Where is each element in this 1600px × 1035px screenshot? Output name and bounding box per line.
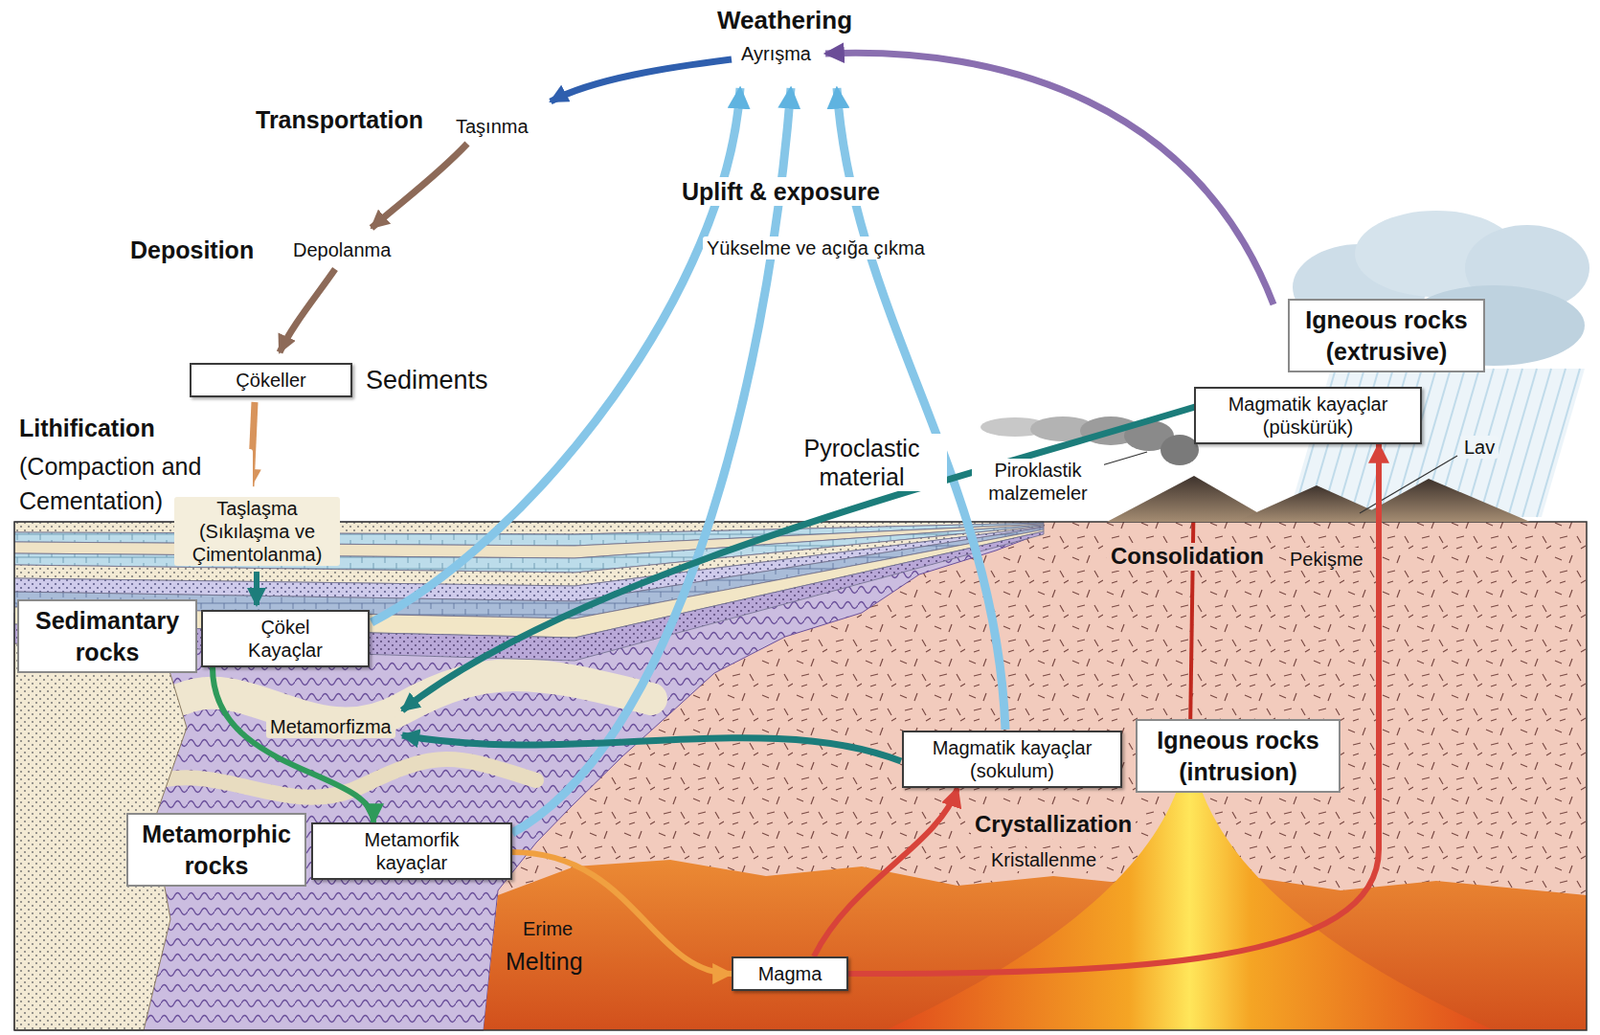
rock-box: ÇökellerSediments bbox=[189, 362, 353, 398]
uplift-arrow bbox=[371, 88, 741, 623]
process-label: Crystallization bbox=[970, 811, 1136, 839]
transport-arrow bbox=[550, 59, 732, 102]
process-label: Metamorfizma bbox=[266, 715, 396, 739]
process-label: Pekişme bbox=[1285, 547, 1368, 571]
smoke-puff bbox=[1160, 434, 1199, 466]
rock-box: Çökel Kayaçlar bbox=[201, 609, 370, 668]
box-text: Magmatik kayaçlar (püskürük) bbox=[1203, 392, 1413, 439]
box-text: Metamorfik kayaçlar bbox=[339, 828, 484, 875]
process-label: Melting bbox=[501, 946, 587, 976]
process-label: Taşlaşma (Sıkılaşma ve Çimentolanma) bbox=[174, 496, 340, 566]
box-text: Çökel Kayaçlar bbox=[232, 615, 339, 662]
cycle-arrow bbox=[848, 444, 1379, 974]
process-label: Transportation bbox=[251, 105, 428, 135]
rock-box: Magmatik kayaçlar (püskürük) bbox=[1194, 386, 1422, 445]
outside-heading: Sediments bbox=[365, 364, 489, 396]
lithification-arrow bbox=[253, 571, 260, 606]
process-label: Kristallenme bbox=[987, 848, 1101, 872]
english-name-box: Metamorphic rocks bbox=[126, 812, 307, 887]
rain-cloud bbox=[1292, 210, 1590, 370]
process-label: Consolidation bbox=[1106, 542, 1268, 571]
english-name-box: Igneous rocks (intrusion) bbox=[1135, 719, 1341, 793]
cycle-arrow bbox=[212, 667, 374, 823]
leader-line bbox=[1359, 455, 1458, 514]
process-label: Erime bbox=[518, 917, 577, 941]
box-text: Magmatik kayaçlar (sokulum) bbox=[921, 736, 1104, 783]
box-text: Sedimantary rocks bbox=[26, 605, 188, 668]
process-label: Lithification bbox=[15, 413, 159, 443]
rock-box: Magmatik kayaçlar (sokulum) bbox=[901, 730, 1123, 789]
cycle-arrow bbox=[813, 788, 958, 957]
deposition-arrow bbox=[371, 143, 468, 228]
box-text: Igneous rocks (intrusion) bbox=[1145, 724, 1331, 788]
process-label: Yükselme ve açığa çıkma bbox=[702, 236, 929, 260]
sediment-arrow bbox=[279, 269, 336, 353]
metamorphism-arrow bbox=[402, 406, 1195, 711]
process-label: Pyroclastic material bbox=[776, 433, 947, 492]
box-text: Igneous rocks (extrusive) bbox=[1297, 304, 1476, 367]
box-text: Metamorphic rocks bbox=[135, 818, 297, 881]
process-label: Deposition bbox=[126, 235, 258, 265]
rock-box: Magma bbox=[731, 956, 849, 992]
rock-box: Metamorfik kayaçlar bbox=[311, 822, 513, 880]
weathering-arrow bbox=[825, 52, 1274, 305]
box-text: Çökeller bbox=[235, 368, 306, 392]
process-label: Weathering bbox=[713, 5, 857, 36]
process-label: Uplift & exposure bbox=[677, 177, 884, 206]
english-name-box: Sedimantary rocks bbox=[17, 599, 198, 674]
process-label: Ayrışma bbox=[737, 42, 815, 66]
igneous-crust bbox=[14, 521, 1587, 1031]
folded-layer bbox=[143, 759, 537, 798]
ground-frame bbox=[14, 521, 1587, 1031]
process-label: Piroklastik malzemeler bbox=[971, 458, 1105, 505]
process-label: Depolanma bbox=[289, 238, 395, 262]
process-label: Taşınma bbox=[451, 114, 533, 138]
process-label: Lav bbox=[1460, 435, 1499, 459]
volcano-cone bbox=[1106, 475, 1274, 522]
box-text: Magma bbox=[758, 962, 823, 986]
metamorphism-arrow bbox=[402, 735, 902, 762]
english-name-box: Igneous rocks (extrusive) bbox=[1287, 298, 1486, 373]
